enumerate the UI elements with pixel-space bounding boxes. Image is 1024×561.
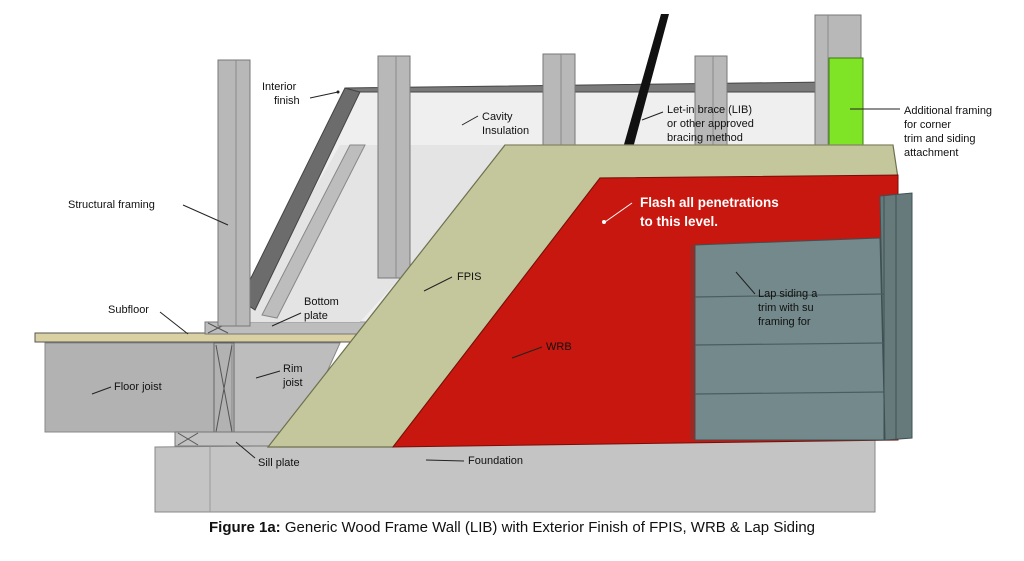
svg-text:Flash all penetrations: Flash all penetrations <box>640 195 779 210</box>
stud-1 <box>217 59 251 327</box>
svg-text:Rim: Rim <box>283 363 303 375</box>
label-lap-siding: Lap siding a trim with su framing for <box>735 271 818 328</box>
additional-corner-framing <box>828 57 864 147</box>
label-floor-joist: Floor joist <box>91 381 162 395</box>
label-let-in-brace: Let-in brace (LIB) or other approved bra… <box>641 104 754 144</box>
label-additional-framing: Additional framing for corner trim and s… <box>850 105 992 159</box>
svg-text:framing for: framing for <box>758 316 811 328</box>
label-subfloor: Subfloor <box>108 304 189 335</box>
label-foundation: Foundation <box>425 455 523 467</box>
svg-text:Insulation: Insulation <box>482 125 529 137</box>
svg-text:Lap siding a: Lap siding a <box>758 288 818 300</box>
svg-text:Cavity: Cavity <box>482 111 513 123</box>
svg-text:Floor joist: Floor joist <box>114 381 162 393</box>
svg-text:plate: plate <box>304 310 328 322</box>
svg-text:trim with su: trim with su <box>758 302 814 314</box>
svg-text:Let-in brace (LIB): Let-in brace (LIB) <box>667 104 752 116</box>
svg-text:Structural framing: Structural framing <box>68 199 155 211</box>
label-interior-finish: Interior finish <box>262 81 340 107</box>
svg-text:Bottom: Bottom <box>304 296 339 308</box>
label-wrb: WRB <box>511 341 572 359</box>
label-sill-plate: Sill plate <box>235 441 300 469</box>
label-cavity-insulation: Cavity Insulation <box>461 111 529 137</box>
figure-caption-text: Generic Wood Frame Wall (LIB) with Exter… <box>284 519 816 536</box>
figure-number: Figure 1a: <box>208 519 281 536</box>
svg-text:Subfloor: Subfloor <box>108 304 149 316</box>
svg-text:to this level.: to this level. <box>640 214 718 229</box>
svg-text:FPIS: FPIS <box>457 271 481 283</box>
svg-text:finish: finish <box>274 95 300 107</box>
svg-text:Interior: Interior <box>262 81 297 93</box>
stud-3 <box>542 53 576 147</box>
stud-2 <box>377 55 411 279</box>
label-structural-framing: Structural framing <box>68 199 229 226</box>
svg-text:attachment: attachment <box>904 147 958 159</box>
let-in-brace <box>623 14 669 148</box>
figure-caption: Figure 1a: Generic Wood Frame Wall (LIB)… <box>0 519 1024 536</box>
svg-text:or other approved: or other approved <box>667 118 754 130</box>
diagram-svg: Interior finish Cavity Insulation Let-in… <box>34 14 992 513</box>
svg-text:for corner: for corner <box>904 119 951 131</box>
svg-text:bracing method: bracing method <box>667 132 743 144</box>
svg-text:trim and siding: trim and siding <box>904 133 976 145</box>
svg-text:WRB: WRB <box>546 341 572 353</box>
lap-siding <box>691 192 913 441</box>
svg-text:Additional framing: Additional framing <box>904 105 992 117</box>
svg-text:Foundation: Foundation <box>468 455 523 467</box>
label-fpis: FPIS <box>423 271 481 292</box>
label-rim-joist: Rim joist <box>255 363 303 389</box>
svg-text:joist: joist <box>282 377 303 389</box>
svg-text:Sill plate: Sill plate <box>258 457 300 469</box>
label-bottom-plate: Bottom plate <box>271 296 339 327</box>
foundation <box>154 439 876 513</box>
label-flash: Flash all penetrations to this level. <box>602 195 779 229</box>
